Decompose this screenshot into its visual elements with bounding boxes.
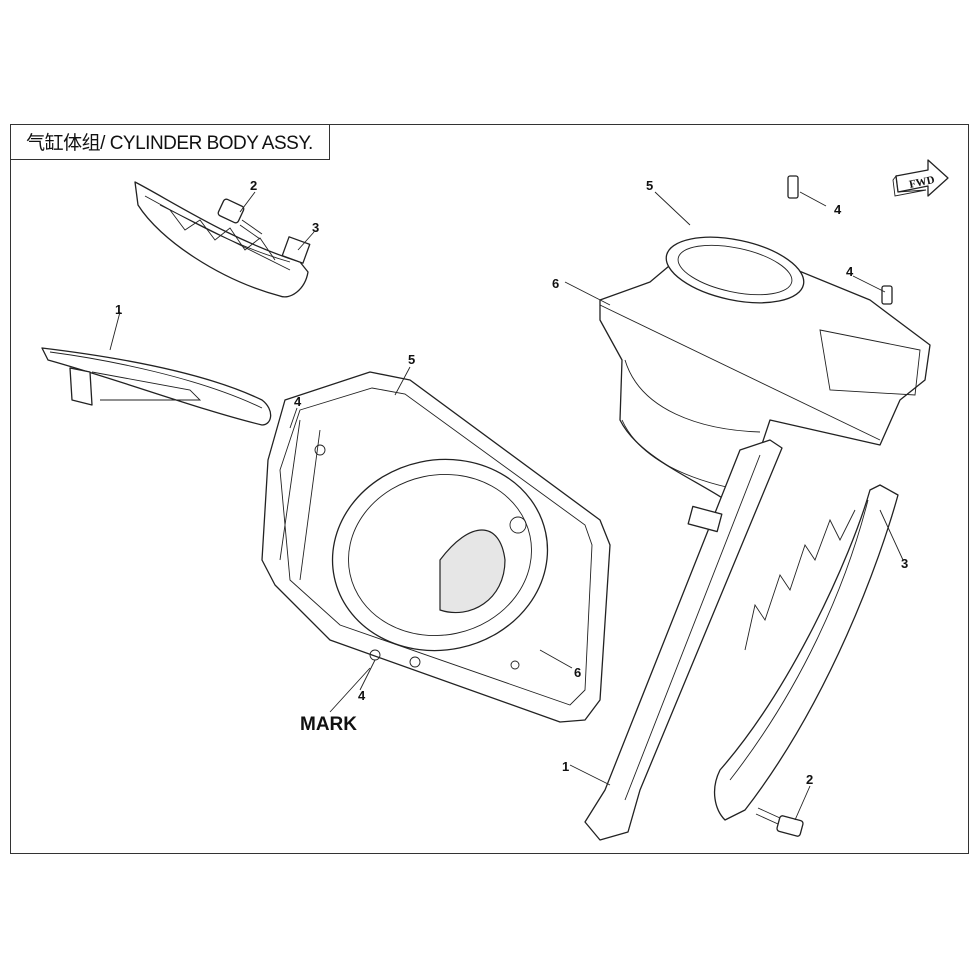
dowel-pin-right-top	[787, 175, 799, 199]
callout-chain-guide-left: 1	[115, 302, 122, 317]
callout-tensioner-top: 3	[312, 220, 319, 235]
mark-label: MARK	[300, 714, 357, 735]
chain-guide-left	[41, 347, 272, 426]
bolt-top	[217, 198, 263, 240]
callouts: 2 3 1 4 5 6 4 5 4 6 4 3 1 2	[115, 178, 908, 787]
tensioner-guide-right	[713, 484, 899, 821]
callout-gasket-iso: 5	[646, 178, 653, 193]
fwd-arrow-icon: FWD	[892, 159, 949, 197]
callout-tensioner-right: 3	[901, 556, 908, 571]
callout-bolt-bottom: 2	[806, 772, 813, 787]
cylinder-body-front	[261, 371, 611, 723]
fwd-label: FWD	[908, 174, 936, 191]
cylinder-body-iso	[599, 236, 931, 511]
callout-dowel-pin-left: 4	[294, 394, 302, 409]
callout-gasket-front: 5	[408, 352, 415, 367]
diagram-title: 气缸体组/ CYLINDER BODY ASSY.	[10, 124, 330, 160]
callout-bolt-top: 2	[250, 178, 257, 193]
callout-chain-guide-right: 1	[562, 759, 569, 774]
callout-dowel-pin-right-top: 4	[834, 202, 842, 217]
leader-lines	[109, 191, 904, 821]
callout-dowel-pin-right-mid: 4	[846, 264, 854, 279]
tensioner-guide-top	[134, 181, 311, 298]
drawing-frame	[10, 124, 969, 854]
callout-cylinder-iso: 6	[552, 276, 559, 291]
callout-dowel-pin-mark: 4	[358, 688, 366, 703]
callout-cylinder-front: 6	[574, 665, 581, 680]
bolt-bottom	[755, 807, 804, 837]
chain-guide-right	[584, 439, 783, 841]
dowel-pin-right-mid	[881, 285, 893, 305]
